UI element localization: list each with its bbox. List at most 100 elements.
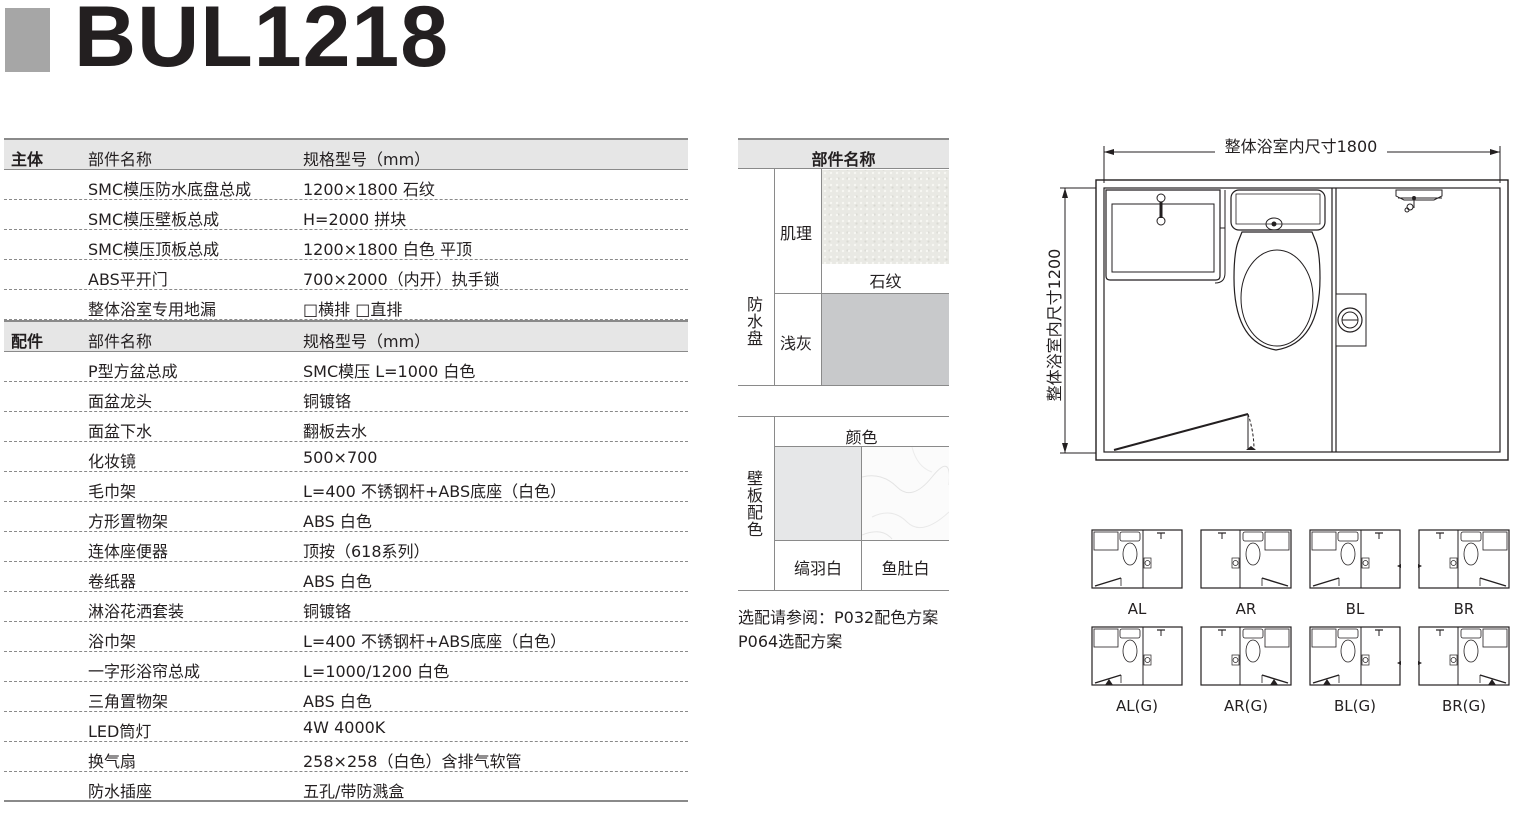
table-row: 浴巾架 L=400 不锈钢杆+ABS底座（白色） — [4, 622, 688, 652]
part-spec: L=1000/1200 白色 — [303, 662, 450, 681]
variant-label: AL(G) — [1116, 697, 1158, 715]
part-name: ABS平开门 — [88, 270, 168, 289]
variant-thumbnail: AL — [1091, 529, 1183, 618]
depth-label: 整体浴室内尺寸1200 — [1045, 249, 1064, 402]
table-row: 整体浴室专用地漏□横排 □直排 — [4, 290, 688, 320]
part-name: 三角置物架 — [88, 692, 169, 711]
part-name: SMC模压顶板总成 — [88, 240, 220, 259]
wall-color-header: 颜色 — [845, 428, 878, 447]
variant-thumbnail: BR(G) — [1418, 626, 1510, 715]
part-name: 方形置物架 — [88, 512, 169, 531]
spec-parts-header: 配件 部件名称 规格型号（mm） — [4, 320, 688, 352]
variant-label: BL(G) — [1334, 697, 1376, 715]
basin-icon — [1105, 189, 1226, 284]
spec-table: 主体 部件名称 规格型号（mm） SMC模压防水底盘总成 1200×1800 石纹… — [4, 138, 688, 802]
section-label-main: 主体 — [11, 150, 44, 169]
floor-texture-label: 肌理 — [780, 224, 813, 243]
inner-wall — [1103, 187, 1501, 453]
part-name: 化妆镜 — [88, 452, 137, 471]
table-row: LED筒灯 4W 4000K — [4, 712, 688, 742]
table-row: 换气扇 258×258（白色）含排气软管 — [4, 742, 688, 772]
col-header-spec: 规格型号（mm） — [303, 150, 431, 169]
wall-swatch-1 — [775, 447, 861, 540]
part-name: P型方盆总成 — [88, 362, 178, 381]
col-header-name: 部件名称 — [88, 150, 153, 169]
part-name: 连体座便器 — [88, 542, 169, 561]
part-name: 防水插座 — [88, 782, 153, 801]
light-gray-swatch — [822, 294, 949, 385]
material-header: 部件名称 — [811, 150, 876, 169]
note-line-1: 选配请参阅：P032配色方案 — [738, 608, 939, 627]
part-name: 一字形浴帘总成 — [88, 662, 201, 681]
part-name: LED筒灯 — [88, 722, 152, 741]
variant-label: BR — [1454, 600, 1475, 618]
variant-label: BR(G) — [1442, 697, 1486, 715]
table-row: 面盆下水翻板去水 — [4, 412, 688, 442]
spec-main-rows: SMC模压防水底盘总成 1200×1800 石纹 SMC模压壁板总成 H=2000 拼… — [4, 170, 688, 320]
part-name: 换气扇 — [88, 752, 137, 771]
part-spec: H=2000 拼块 — [303, 210, 407, 229]
variant-thumbnail: AR — [1200, 529, 1292, 618]
floor-plan: 整体浴室内尺寸1800 整体浴室内尺寸1200 — [1045, 136, 1509, 461]
col-header-name: 部件名称 — [88, 332, 153, 351]
depth-dimension: 整体浴室内尺寸1200 — [1045, 187, 1096, 454]
title-accent-block — [5, 8, 50, 72]
shower-head-icon — [1395, 189, 1443, 213]
floor-section-label: 防水盘 — [747, 295, 764, 348]
part-spec: 258×258（白色）含排气软管 — [303, 752, 522, 771]
part-spec: 700×2000（内开）执手锁 — [303, 270, 500, 289]
table-row: 方形置物架 ABS 白色 — [4, 502, 688, 532]
material-header-row: 部件名称 — [738, 138, 949, 169]
table-row: SMC模压顶板总成 1200×1800 白色 平顶 — [4, 230, 688, 260]
floor-texture-name: 石纹 — [869, 272, 902, 291]
table-row: SMC模压壁板总成 H=2000 拼块 — [4, 200, 688, 230]
marble-texture-swatch — [862, 447, 949, 540]
part-name: 淋浴花洒套装 — [88, 602, 185, 621]
part-spec: 1200×1800 石纹 — [303, 180, 435, 199]
variant-label: AR — [1236, 600, 1257, 618]
part-spec: 顶按（618系列） — [303, 542, 430, 561]
part-spec: SMC模压 L=1000 白色 — [303, 362, 476, 381]
variant-thumbnail: AL(G) — [1091, 626, 1183, 715]
wall-section-label: 壁板配色 — [747, 469, 764, 539]
variant-thumbnail: BL(G) — [1309, 626, 1401, 715]
variant-label: BL — [1346, 600, 1365, 618]
part-spec: 4W 4000K — [303, 718, 386, 737]
variant-label: AR(G) — [1224, 697, 1268, 715]
table-row: 三角置物架 ABS 白色 — [4, 682, 688, 712]
wall-option-label: 缟羽白 — [793, 559, 842, 578]
width-dimension: 整体浴室内尺寸1800 — [1103, 136, 1501, 183]
table-row: 淋浴花洒套装 铜镀铬 — [4, 592, 688, 622]
table-row: SMC模压防水底盘总成 1200×1800 石纹 — [4, 170, 688, 200]
spec-main-header: 主体 部件名称 规格型号（mm） — [4, 138, 688, 170]
page-title: BUL1218 — [74, 0, 450, 85]
section-label-parts: 配件 — [11, 332, 44, 351]
table-row: 连体座便器 顶按（618系列） — [4, 532, 688, 562]
part-name: 毛巾架 — [88, 482, 137, 501]
part-spec: L=400 不锈钢杆+ABS底座（白色） — [303, 632, 567, 651]
variant-thumbnail: AR(G) — [1200, 626, 1292, 715]
table-row: P型方盆总成 SMC模压 L=1000 白色 — [4, 352, 688, 382]
part-spec: 1200×1800 白色 平顶 — [303, 240, 473, 259]
part-name: 卷纸器 — [88, 572, 137, 591]
part-spec: 铜镀铬 — [303, 602, 352, 621]
part-spec: 翻板去水 — [303, 422, 368, 441]
variant-label: AL — [1128, 600, 1147, 618]
part-spec: ABS 白色 — [303, 512, 372, 531]
width-label: 整体浴室内尺寸1800 — [1225, 137, 1378, 156]
variant-thumbnail: BR — [1418, 529, 1510, 618]
part-name: SMC模压防水底盘总成 — [88, 180, 252, 199]
part-spec: □横排 □直排 — [303, 300, 403, 319]
floor-drain-icon — [1335, 293, 1367, 347]
stone-texture-swatch — [822, 170, 949, 264]
outer-wall — [1095, 179, 1509, 461]
part-spec: 铜镀铬 — [303, 392, 352, 411]
part-spec: L=400 不锈钢杆+ABS底座（白色） — [303, 482, 567, 501]
table-row: ABS平开门 700×2000（内开）执手锁 — [4, 260, 688, 290]
part-name: 浴巾架 — [88, 632, 137, 651]
part-name: SMC模压壁板总成 — [88, 210, 220, 229]
part-spec: ABS 白色 — [303, 692, 372, 711]
col-header-spec: 规格型号（mm） — [303, 332, 431, 351]
